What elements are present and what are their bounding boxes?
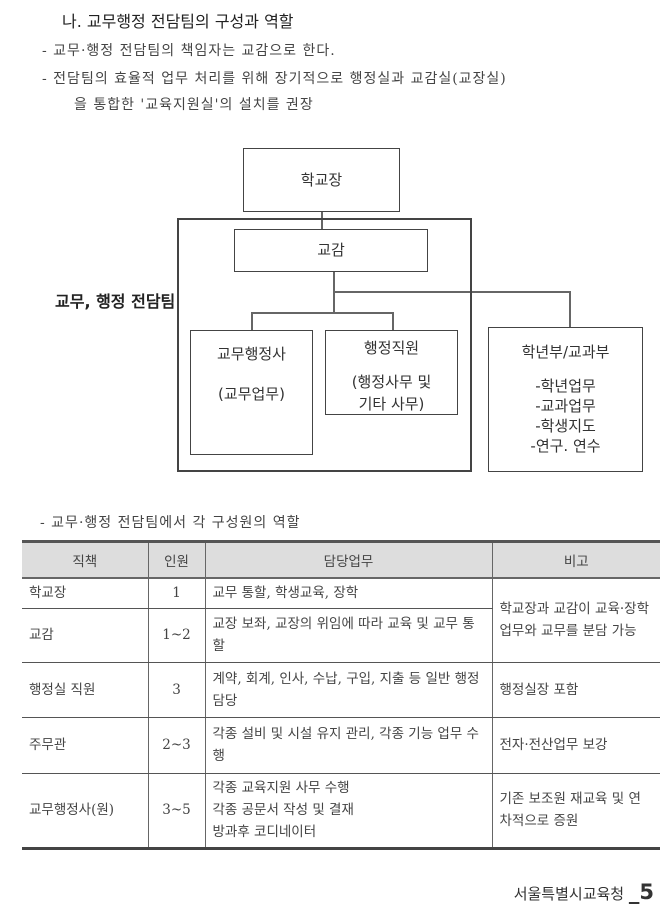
table-row: 학교장 1 교무 통할, 학생교육, 장학 학교장과 교감이 교육·장학 업무와… — [22, 578, 660, 663]
cell-role: 학교장 — [22, 578, 148, 609]
team-boundary — [177, 218, 472, 472]
admin-staff-title: 행정직원 — [363, 339, 420, 357]
table-row: 행정실 직원 3 계약, 회계, 인사, 수납, 구입, 지출 등 일반 행정 … — [22, 662, 660, 718]
cell-count: 2~3 — [147, 717, 205, 774]
table-row: 교무행정사(원) 3~5 각종 교육지원 사무 수행 각종 공문서 작성 및 결… — [22, 773, 660, 850]
cell-count: 1 — [147, 578, 205, 609]
connector — [569, 291, 571, 327]
duty-line: 방과후 코디네이터 — [212, 824, 317, 840]
cell-role: 행정실 직원 — [22, 662, 148, 718]
cell-duty: 각종 교육지원 사무 수행 각종 공문서 작성 및 결재 방과후 코디네이터 — [204, 773, 492, 850]
connector — [333, 291, 335, 313]
cell-duty: 교장 보좌, 교장의 위임에 따라 교육 및 교무 통할 — [204, 608, 492, 663]
cell-note: 학교장과 교감이 교육·장학 업무와 교무를 분담 가능 — [491, 578, 660, 663]
grade-dept-item: -연구. 연수 — [530, 437, 601, 455]
connector — [392, 312, 394, 330]
bullet-1: - 교무·행정 전담팀의 책임자는 교감으로 한다. — [42, 43, 336, 59]
cell-count: 3 — [147, 662, 205, 718]
bullet-2: - 전담팀의 효율적 업무 처리를 위해 장기적으로 행정실과 교감실(교장실) — [42, 71, 507, 87]
org-box-principal: 학교장 — [243, 148, 400, 212]
admin-staff-sub1: (행정사무 및 — [351, 373, 432, 391]
table-header-row: 직책 인원 담당업무 비고 — [22, 540, 660, 579]
cell-role: 주무관 — [22, 717, 148, 774]
grade-dept-item: -학년업무 — [535, 377, 596, 395]
admin-assistant-sub: (교무업무) — [218, 385, 285, 403]
page-number: _5 — [628, 880, 654, 904]
connector — [333, 272, 335, 292]
table-row: 주무관 2~3 각종 설비 및 시설 유지 관리, 각종 기능 업무 수행 전자… — [22, 717, 660, 774]
header-count: 인원 — [147, 540, 205, 579]
cell-count: 1~2 — [147, 608, 205, 663]
cell-note: 행정실장 포함 — [491, 662, 660, 718]
connector — [321, 212, 323, 229]
connector — [251, 312, 393, 314]
bullet-2-cont: 을 통합한 '교육지원실'의 설치를 권장 — [74, 97, 314, 113]
grade-dept-item: -교과업무 — [535, 397, 596, 415]
table-row: 교감 1~2 교장 보좌, 교장의 위임에 따라 교육 및 교무 통할 — [22, 608, 660, 663]
page-footer: 서울특별시교육청 _5 — [514, 880, 654, 904]
duty-line: 각종 공문서 작성 및 결재 — [212, 802, 354, 818]
cell-duty: 교무 통할, 학생교육, 장학 — [204, 578, 492, 609]
cell-note: 전자·전산업무 보강 — [491, 717, 660, 774]
table-caption: - 교무·행정 전담팀에서 각 구성원의 역할 — [40, 515, 301, 531]
org-box-admin-assistant: 교무행정사 (교무업무) — [190, 330, 313, 455]
cell-count: 3~5 — [147, 773, 205, 850]
footer-org: 서울특별시교육청 — [513, 885, 625, 903]
cell-note: 기존 보조원 재교육 및 연차적으로 증원 — [491, 773, 660, 850]
cell-duty: 각종 설비 및 시설 유지 관리, 각종 기능 업무 수행 — [204, 717, 492, 774]
header-note: 비고 — [491, 540, 660, 579]
connector — [251, 312, 253, 330]
org-box-grade-dept: 학년부/교과부 -학년업무 -교과업무 -학생지도 -연구. 연수 — [488, 327, 643, 472]
grade-dept-item: -학생지도 — [535, 417, 596, 435]
roles-table: 직책 인원 담당업무 비고 학교장 1 교무 통할, 학생교육, 장학 학교장과… — [22, 540, 660, 850]
org-box-admin-staff: 행정직원 (행정사무 및 기타 사무) — [325, 330, 458, 415]
cell-role: 교감 — [22, 608, 148, 663]
header-role: 직책 — [22, 540, 148, 579]
cell-role: 교무행정사(원) — [22, 773, 148, 850]
header-duty: 담당업무 — [204, 540, 492, 579]
org-box-vice: 교감 — [234, 229, 428, 272]
grade-dept-title: 학년부/교과부 — [521, 343, 610, 361]
connector — [333, 291, 570, 293]
team-label: 교무, 행정 전담팀 — [55, 292, 176, 311]
duty-line: 각종 교육지원 사무 수행 — [212, 780, 350, 796]
section-heading: 나. 교무행정 전담팀의 구성과 역할 — [62, 12, 294, 31]
admin-staff-sub2: 기타 사무) — [358, 395, 425, 413]
admin-assistant-title: 교무행정사 — [216, 345, 286, 363]
cell-duty: 계약, 회계, 인사, 수납, 구입, 지출 등 일반 행정 담당 — [204, 662, 492, 718]
